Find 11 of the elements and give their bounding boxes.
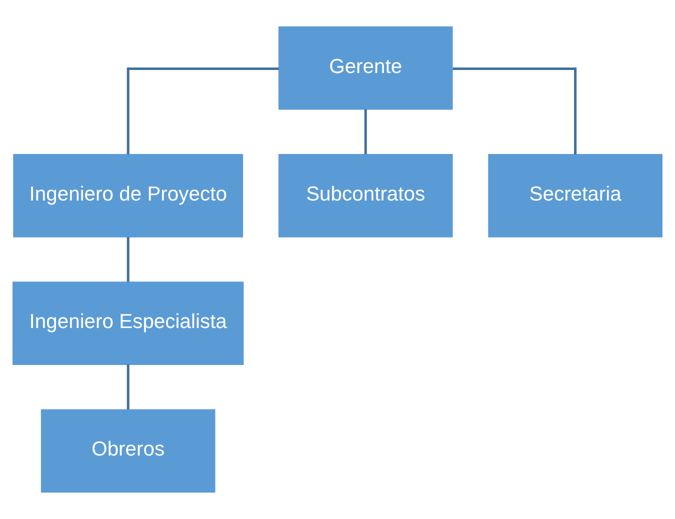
connector [126, 236, 130, 282]
node-box: Subcontratos [278, 154, 453, 238]
connector [452, 67, 577, 154]
node-box: Gerente [278, 26, 453, 110]
connector [364, 109, 367, 154]
node-box: Obreros [40, 409, 216, 493]
node-box: Ingeniero Especialista [12, 282, 244, 365]
connector [126, 364, 130, 410]
node-box: Ingeniero de Proyecto [13, 154, 244, 238]
node-box: Secretaria [488, 154, 662, 238]
connector [126, 67, 279, 154]
